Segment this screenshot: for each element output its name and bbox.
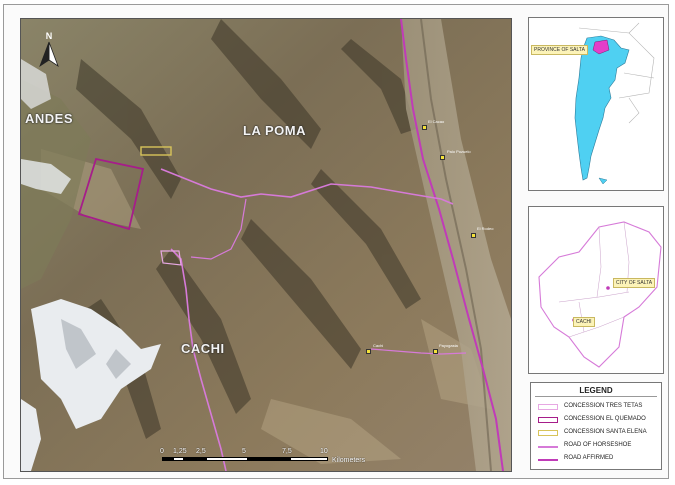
- legend-swatch-icon: [538, 430, 558, 436]
- region-label-la-poma: LA POMA: [243, 123, 306, 138]
- scale-tick-label: 5: [242, 448, 246, 455]
- salta-province-outline: [529, 207, 663, 373]
- town-marker-payogasta[interactable]: [433, 349, 438, 354]
- city-of-salta-label: CITY OF SALTA: [613, 278, 656, 288]
- region-label-cachi: CACHI: [181, 341, 225, 356]
- north-arrow-icon: N: [36, 30, 62, 72]
- legend-label: CONCESSION EL QUEMADO: [564, 416, 646, 422]
- scale-tick-label: 7,5: [282, 448, 292, 455]
- town-label-payogasta: Payogasta: [439, 343, 458, 348]
- salta-province-shape: [592, 39, 610, 55]
- town-label-palo-pozuelo: Palo Pozuelo: [447, 149, 471, 154]
- scale-unit-label: Kilometers: [332, 457, 366, 464]
- legend-line-icon: [538, 459, 558, 461]
- city-of-salta-dot: [606, 286, 610, 290]
- town-label-cachi: Cachi: [373, 343, 384, 348]
- north-label: N: [46, 31, 53, 41]
- region-label-andes: ANDES: [25, 111, 74, 126]
- argentina-country-shape: [574, 35, 630, 181]
- legend-swatch-icon: [538, 417, 558, 423]
- town-marker-el-rodeo[interactable]: [471, 233, 476, 238]
- cachi-inset-label: CACHI: [573, 317, 595, 327]
- town-marker-palo-pozuelo[interactable]: [440, 155, 445, 160]
- legend-line-icon: [538, 446, 558, 448]
- inset-map-salta[interactable]: CITY OF SALTA CACHI: [528, 206, 664, 374]
- scale-tick-label: 0: [160, 448, 164, 455]
- legend-label: CONCESSION TRES TETAS: [564, 403, 643, 409]
- town-marker-el-cacao[interactable]: [422, 125, 427, 130]
- legend-title: LEGEND: [579, 386, 613, 395]
- scale-bar: 0 1,25 2,5 5 7,5 10 Kilometers: [160, 448, 365, 468]
- scale-tick-label: 10: [320, 448, 328, 455]
- legend-swatch-icon: [538, 404, 558, 410]
- town-label-el-cacao: El Cacao: [428, 119, 445, 124]
- scale-tick-label: 1,25: [173, 448, 187, 455]
- argentina-outline: [529, 18, 663, 190]
- satellite-terrain: [21, 19, 511, 471]
- town-label-el-rodeo: El Rodeo: [477, 226, 494, 231]
- legend-label: CONCESSION SANTA ELENA: [564, 429, 647, 435]
- inset-map-argentina[interactable]: PROVINCE OF SALTA: [528, 17, 664, 191]
- scale-tick-label: 2,5: [196, 448, 206, 455]
- province-of-salta-label: PROVINCE OF SALTA: [531, 45, 588, 55]
- town-marker-cachi[interactable]: [366, 349, 371, 354]
- legend-label: ROAD OF HORSESHOE: [564, 442, 632, 448]
- legend-panel: LEGEND CONCESSION TRES TETAS CONCESSION …: [530, 382, 662, 470]
- main-map[interactable]: ANDES LA POMA CACHI El Cacao Palo Pozuel…: [20, 18, 512, 472]
- legend-label: ROAD AFFIRMED: [564, 455, 614, 461]
